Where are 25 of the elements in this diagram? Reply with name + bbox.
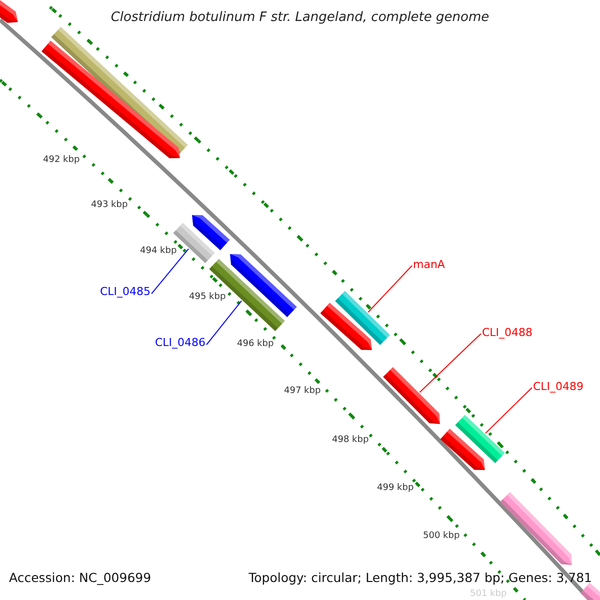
footer-text: Accession: NC_009699 (9, 572, 152, 584)
gene-label: manA (413, 259, 445, 270)
gene-bar (383, 367, 440, 424)
gene-label: CLI_0485 (100, 286, 151, 297)
leader-line (151, 248, 190, 294)
tick-label: 495 kbp (189, 293, 226, 302)
tick-label: 499 kbp (377, 484, 414, 493)
footer-text: Topology: circular; Length: 3,995,387 bp; Genes: 3,781 (248, 572, 592, 584)
leader-line (419, 333, 482, 393)
tick-label: 498 kbp (332, 436, 369, 445)
gene-label: CLI_0486 (155, 337, 206, 348)
tick-label: 497 kbp (284, 387, 321, 396)
gene-label: CLI_0488 (482, 327, 533, 338)
gene-bar (209, 258, 285, 332)
leader-line (485, 387, 532, 434)
tick-label: 500 kbp (423, 532, 460, 541)
tick-label: 492 kbp (43, 156, 80, 165)
gene-label: CLI_0489 (533, 381, 584, 392)
leader-line (206, 300, 242, 346)
title: Clostridium botulinum F str. Langeland, complete genome (110, 10, 490, 25)
tick-label: 494 kbp (140, 247, 177, 256)
gene-bar (455, 414, 505, 464)
leader-line (368, 265, 412, 313)
tick-label: 493 kbp (91, 201, 128, 210)
gene-bar (335, 291, 390, 345)
